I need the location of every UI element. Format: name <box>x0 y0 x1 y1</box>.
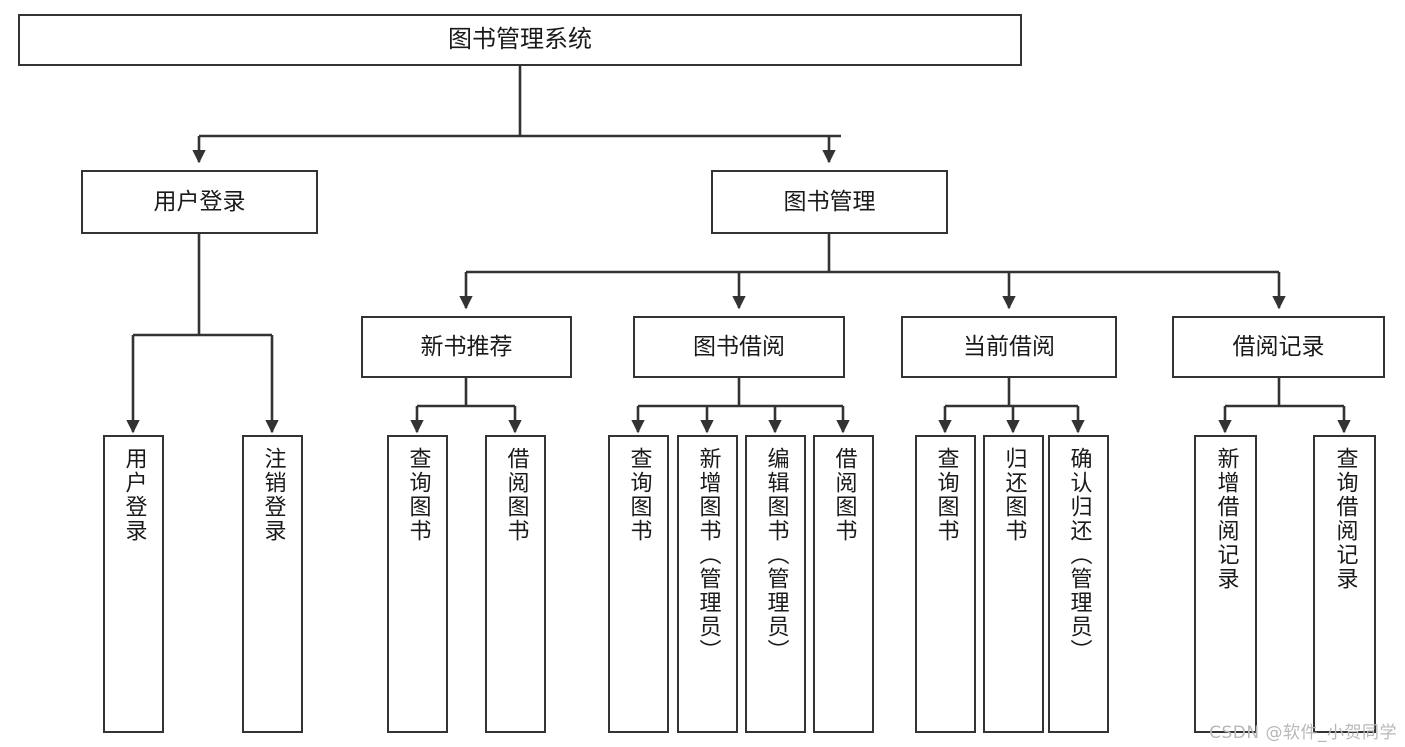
watermark: CSDN @软件_小贺同学 <box>1209 723 1397 743</box>
node-current-borrow[interactable]: 当前借阅 <box>901 316 1117 378</box>
leaf-borrow-book[interactable]: 借阅图书 <box>813 435 874 733</box>
node-label: 当前借阅 <box>963 333 1055 360</box>
node-label: 归还图书 <box>1001 447 1027 543</box>
leaf-confirm-return[interactable]: 确认归还（管理员） <box>1048 435 1109 733</box>
node-label: 查询图书 <box>405 447 431 543</box>
node-label: 图书管理 <box>783 188 876 215</box>
node-label: 查询图书 <box>933 447 959 543</box>
node-label: 新书推荐 <box>420 333 513 360</box>
node-label: 注销登录 <box>260 447 286 543</box>
leaf-add-book[interactable]: 新增图书（管理员） <box>677 435 738 733</box>
leaf-query-book-current[interactable]: 查询图书 <box>915 435 976 733</box>
node-label: 借阅图书 <box>831 447 857 543</box>
leaf-edit-book[interactable]: 编辑图书（管理员） <box>745 435 806 733</box>
node-label: 图书管理系统 <box>448 25 592 54</box>
leaf-borrow-book-recommend[interactable]: 借阅图书 <box>485 435 546 733</box>
node-label: 用户登录 <box>153 188 246 215</box>
leaf-logout-login[interactable]: 注销登录 <box>242 435 303 733</box>
node-borrow-record[interactable]: 借阅记录 <box>1172 316 1385 378</box>
node-root-system[interactable]: 图书管理系统 <box>18 14 1022 66</box>
node-book-management[interactable]: 图书管理 <box>711 170 948 234</box>
node-book-borrow[interactable]: 图书借阅 <box>633 316 845 378</box>
leaf-query-book-borrow[interactable]: 查询图书 <box>608 435 669 733</box>
node-label: 用户登录 <box>121 447 147 543</box>
node-label: 查询借阅记录 <box>1332 447 1358 591</box>
leaf-query-borrow-record[interactable]: 查询借阅记录 <box>1313 435 1376 733</box>
node-label: 借阅图书 <box>503 447 529 543</box>
leaf-user-login[interactable]: 用户登录 <box>103 435 164 733</box>
node-label: 查询图书 <box>626 447 652 543</box>
leaf-return-book[interactable]: 归还图书 <box>983 435 1044 733</box>
leaf-add-borrow-record[interactable]: 新增借阅记录 <box>1194 435 1257 733</box>
node-label: 新增图书（管理员） <box>695 447 721 663</box>
node-new-book-recommend[interactable]: 新书推荐 <box>361 316 572 378</box>
node-label: 新增借阅记录 <box>1213 447 1239 591</box>
leaf-query-book-recommend[interactable]: 查询图书 <box>387 435 448 733</box>
node-label: 图书借阅 <box>693 333 785 360</box>
node-user-login[interactable]: 用户登录 <box>81 170 318 234</box>
node-label: 借阅记录 <box>1232 333 1325 360</box>
node-label: 确认归还（管理员） <box>1066 447 1092 663</box>
node-label: 编辑图书（管理员） <box>763 447 789 663</box>
